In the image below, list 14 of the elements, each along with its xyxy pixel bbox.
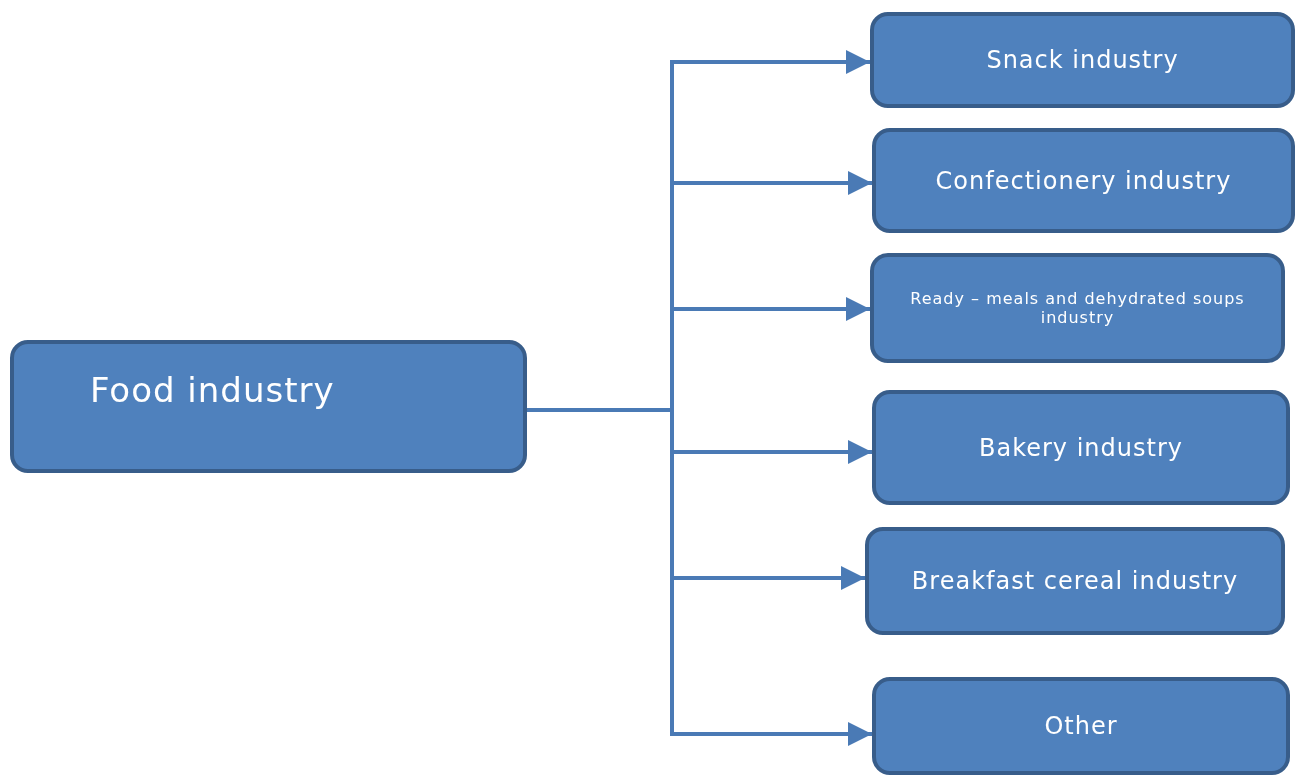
node-label: Other (1044, 712, 1118, 740)
process-box (10, 340, 527, 473)
process-box (870, 253, 1285, 363)
node-label: Food industry (90, 370, 335, 410)
node-label: Ready – meals and dehydrated soups industry (909, 289, 1246, 327)
process-box (865, 527, 1285, 635)
node-label: Snack industry (986, 46, 1179, 74)
process-box (870, 12, 1295, 108)
process-box (872, 128, 1295, 233)
node-label: Bakery industry (979, 433, 1183, 462)
process-box (872, 390, 1290, 505)
process-box (872, 677, 1290, 775)
node-label: Breakfast cereal industry (911, 567, 1239, 595)
node-label: Confectionery industry (935, 166, 1232, 195)
